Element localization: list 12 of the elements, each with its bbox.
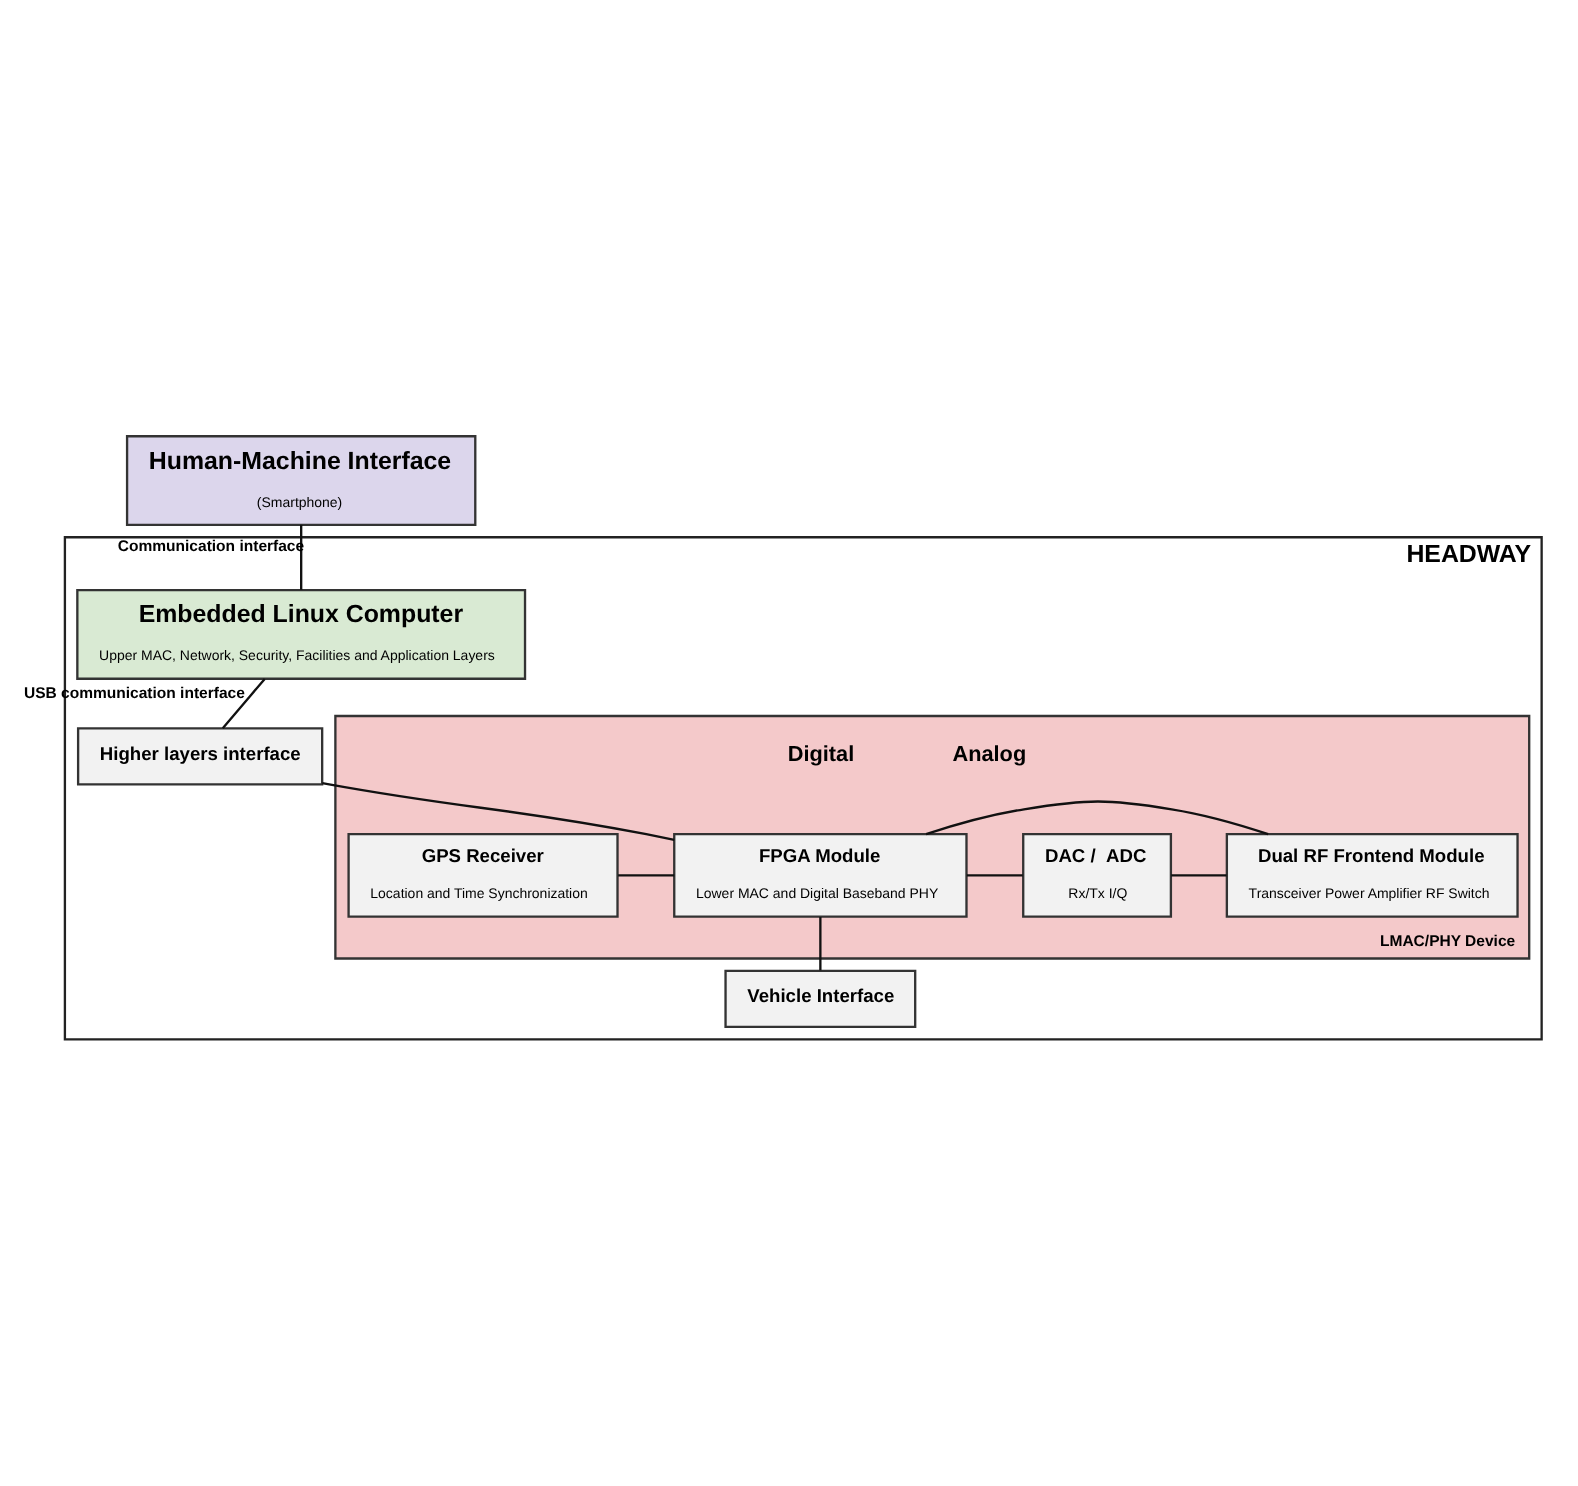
node-box: Higher layers interface (76, 726, 324, 785)
connector (300, 523, 303, 589)
connector (819, 916, 822, 970)
node-box: Vehicle Interface (724, 968, 917, 1028)
connector (221, 677, 266, 729)
connector (966, 873, 1023, 876)
connector (925, 799, 1269, 835)
connector (1171, 873, 1227, 876)
label: Digital (787, 741, 855, 766)
label: Analog (952, 741, 1027, 766)
connector (618, 873, 675, 876)
connector (322, 781, 675, 840)
